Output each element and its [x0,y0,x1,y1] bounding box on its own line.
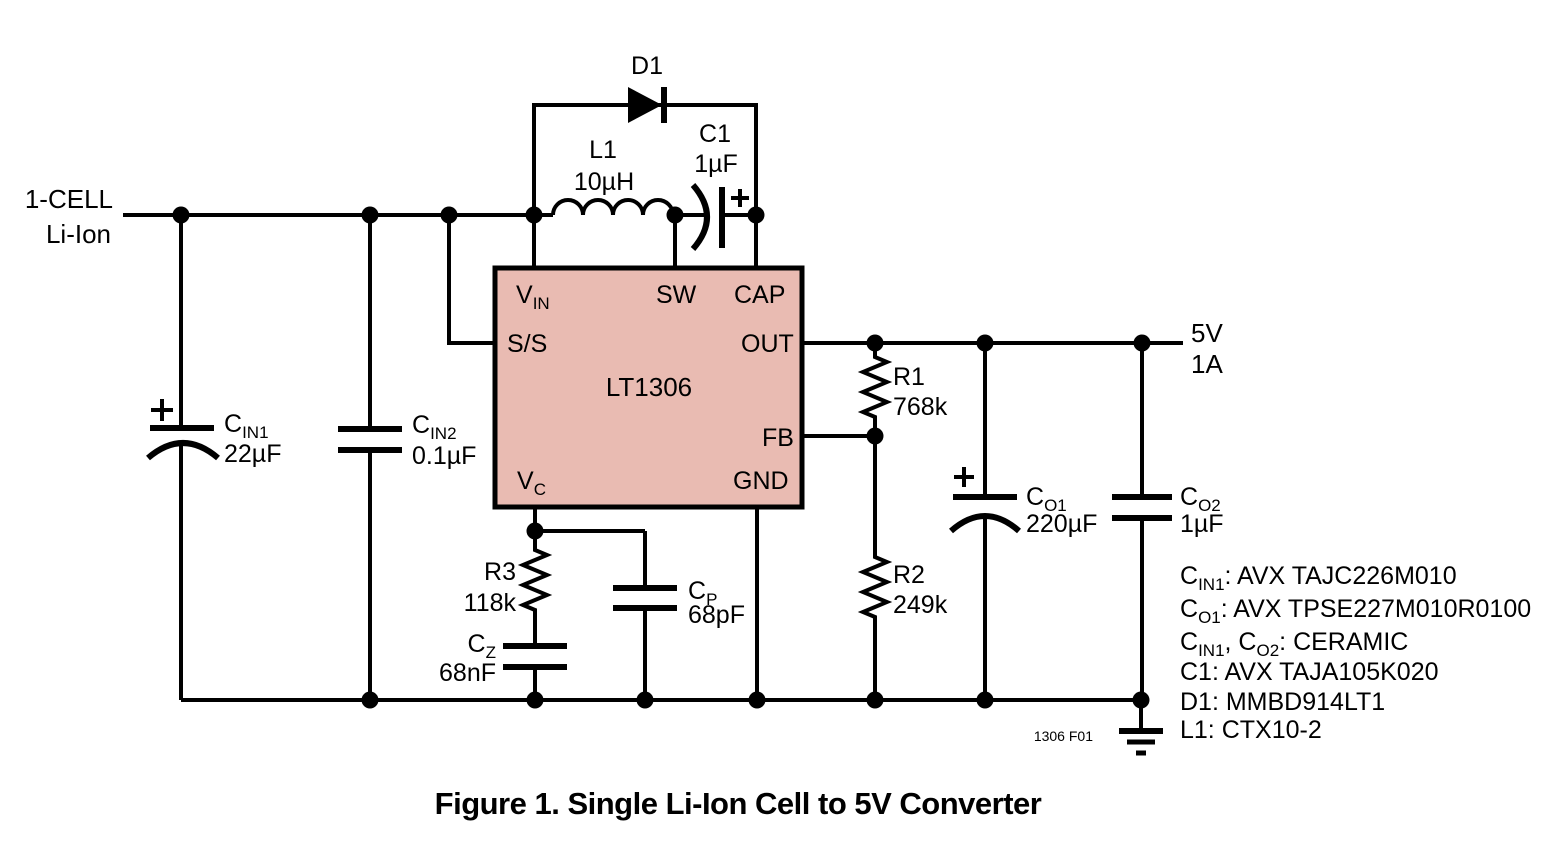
label-cin1-ref: CIN1 [224,410,269,442]
resistor-r2 [857,436,893,700]
capacitor-cin1 [146,399,220,461]
label-cin2-value: 0.1µF [412,442,476,470]
ic-pin-label-sw: SW [656,281,697,309]
label-co2-ref: CO2 [1180,483,1221,515]
junction-dot [361,691,379,709]
note-line: C1: AVX TAJA105K020 [1180,658,1439,686]
junction-dot [666,206,684,224]
junction-dot [976,691,994,709]
junction-dot [866,427,884,445]
input-label-line2: Li-Ion [46,219,111,249]
label-cin2-ref: CIN2 [412,411,457,443]
label-d1-ref: D1 [631,52,663,80]
label-r3-ref: R3 [484,558,516,586]
note-line: CIN1: AVX TAJC226M010 [1180,562,1457,594]
junction-dot [747,206,765,224]
output-label-line1: 5V [1191,318,1223,348]
note-line: L1: CTX10-2 [1180,716,1322,744]
wire-ss [447,215,495,345]
note-line: CO1: AVX TPSE227M010R0100 [1180,595,1531,627]
resistor-r1 [857,343,893,436]
label-cz-ref: CZ [468,630,496,662]
label-co2-value: 1µF [1180,510,1224,538]
junction-dot [748,691,766,709]
ic-pin-label-out: OUT [741,330,794,358]
junction-dots [172,206,1151,709]
ic-pin-label-vc: VC [517,467,546,499]
label-r3-value: 118k [464,589,517,617]
diode-d1-anode-triangle [628,87,662,123]
ic-pin-label-gnd: GND [733,467,789,495]
junction-dot [525,206,543,224]
junction-dot [526,522,544,540]
label-c1-ref: C1 [699,120,731,148]
label-cin1-value: 22µF [224,440,281,468]
diode-d1 [628,87,667,123]
ground-symbol [1119,728,1163,756]
resistor-r3 [517,531,553,646]
note-line: D1: MMBD914LT1 [1180,688,1385,716]
junction-dot [526,691,544,709]
junction-dot [636,691,654,709]
figure-caption: Figure 1. Single Li-Ion Cell to 5V Conve… [435,786,1042,821]
junction-dot [1133,334,1151,352]
label-r2-value: 249k [893,591,948,619]
label-r1-ref: R1 [893,363,925,391]
note-line: CIN1, CO2: CERAMIC [1180,628,1408,660]
capacitor-cin1-curved-plate [146,440,220,461]
output-label-line2: 1A [1191,349,1223,379]
capacitor-co2 [1112,494,1172,521]
ic-pin-label-ss: S/S [507,330,547,358]
notes-block: CIN1: AVX TAJC226M010 CO1: AVX TPSE227M0… [1180,562,1531,744]
capacitor-cz [503,643,567,670]
ic-body [492,265,805,510]
junction-dot [172,206,190,224]
junction-dot [361,206,379,224]
capacitor-co1-curved-plate [949,513,1021,534]
capacitor-cin2 [338,426,402,453]
label-r2-ref: R2 [893,561,925,589]
ic-pin-label-cap: CAP [734,281,785,309]
label-l1-ref: L1 [589,136,617,164]
component-labels: 1-CELL Li-Ion D1 L1 10µH C1 1µF CIN1 22µ… [25,52,1224,687]
plus-sign [731,189,749,207]
plus-sign [151,399,173,421]
label-r1-value: 768k [893,393,948,421]
label-cz-value: 68nF [439,659,496,687]
ic-pin-label-fb: FB [762,424,794,452]
label-co1-ref: CO1 [1026,483,1067,515]
label-co1-value: 220µF [1026,510,1097,538]
junction-dot [866,691,884,709]
ic-part-number: LT1306 [606,372,692,402]
capacitor-c1-curved-plate [690,183,710,251]
figure-id: 1306 F01 [1034,728,1093,744]
label-cp-value: 68pF [688,601,745,629]
inductor-l1-coil [551,198,675,216]
label-c1-value: 1µF [694,150,738,178]
junction-dot [866,334,884,352]
label-l1-value: 10µH [574,168,634,196]
label-cp-ref: CP [688,577,717,609]
input-label-line1: 1-CELL [25,184,113,214]
capacitor-c1 [690,183,749,251]
ic-lt1306: VIN S/S VC SW CAP OUT FB GND LT1306 [492,265,805,510]
junction-dot [976,334,994,352]
ic-pin-label-vin: VIN [516,281,550,313]
capacitor-cp [613,585,677,611]
plus-sign [954,467,974,487]
junction-dot [1132,691,1150,709]
capacitor-co1 [949,467,1021,534]
junction-dot [440,206,458,224]
